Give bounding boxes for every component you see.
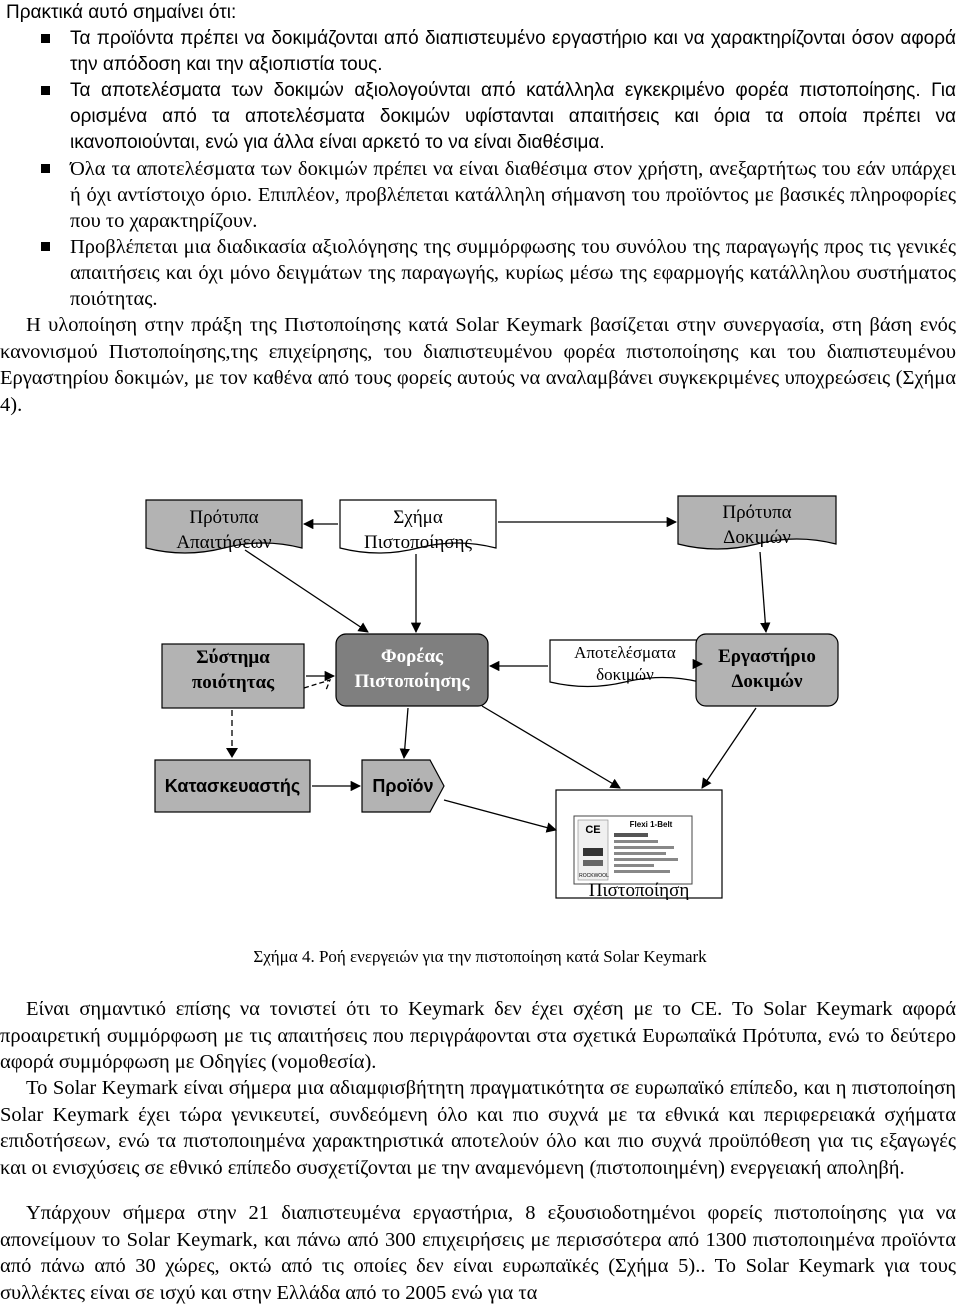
square-bullet-icon bbox=[41, 242, 50, 251]
square-bullet-icon bbox=[41, 86, 50, 95]
arrow-test-to-lab bbox=[759, 551, 771, 634]
label-brand-text: ROCKWOOL bbox=[579, 873, 609, 879]
manufacturer-label: Κατασκευαστής bbox=[164, 776, 301, 796]
label-title-text: Flexi 1-Belt bbox=[629, 820, 673, 829]
arrow-req-to-body bbox=[244, 549, 369, 633]
paragraph-implementation: Η υλοποίηση στην πράξη της Πιστοποίησης … bbox=[0, 314, 956, 416]
product-label-image bbox=[573, 815, 693, 885]
intro-line: Πρακτικά αυτό σημαίνει ότι: bbox=[6, 2, 237, 23]
quality-system-box bbox=[161, 643, 305, 709]
paragraph-keymark-reality: Το Solar Keymark είναι σήμερα μια αδιαμφ… bbox=[0, 1077, 956, 1179]
figure-caption: Σχήμα 4. Ροή ενεργειών για την πιστοποίη… bbox=[253, 947, 707, 966]
test-results-shape bbox=[549, 639, 701, 688]
arrow-body-to-cert bbox=[481, 705, 621, 789]
lab-box bbox=[695, 633, 839, 707]
arrow-body-to-product bbox=[399, 707, 410, 760]
requirements-list: Τα προϊόντα πρέπει να δοκιμάζονται από δ… bbox=[0, 26, 956, 312]
manufacturer-box bbox=[154, 759, 311, 813]
square-bullet-icon bbox=[41, 164, 50, 173]
list-item: Όλα τα αποτελέσματα των δοκιμών πρέπει ν… bbox=[0, 156, 956, 234]
list-item: Προβλέπεται μια διαδικασία αξιολόγησης τ… bbox=[0, 234, 956, 312]
product-label: Προϊόν bbox=[372, 776, 434, 796]
requirements-standards-shape bbox=[145, 499, 303, 554]
certification-label: Πιστοποίηση bbox=[588, 880, 690, 901]
cert-body-box bbox=[335, 633, 489, 707]
test-standards-shape bbox=[677, 495, 837, 550]
ce-mark-icon: CE bbox=[585, 824, 601, 836]
paragraph-statistics: Υπάρχουν σήμερα στην 21 διαπιστευμένα ερ… bbox=[0, 1202, 956, 1304]
arrow-product-to-cert bbox=[443, 799, 558, 833]
product-shape bbox=[361, 759, 445, 813]
arrow-lab-to-cert bbox=[701, 707, 757, 789]
certification-scheme-shape bbox=[339, 499, 497, 554]
dashed-arrow-quality-to-manufacturer bbox=[226, 678, 332, 758]
list-item: Τα προϊόντα πρέπει να δοκιμάζονται από δ… bbox=[0, 26, 956, 78]
paragraph-ce-difference: Είναι σημαντικό επίσης να τονιστεί ότι τ… bbox=[0, 998, 956, 1073]
square-bullet-icon bbox=[41, 34, 50, 43]
diagram-graphics bbox=[145, 495, 839, 899]
list-item: Τα αποτελέσματα των δοκιμών αξιολογούντα… bbox=[0, 78, 956, 156]
